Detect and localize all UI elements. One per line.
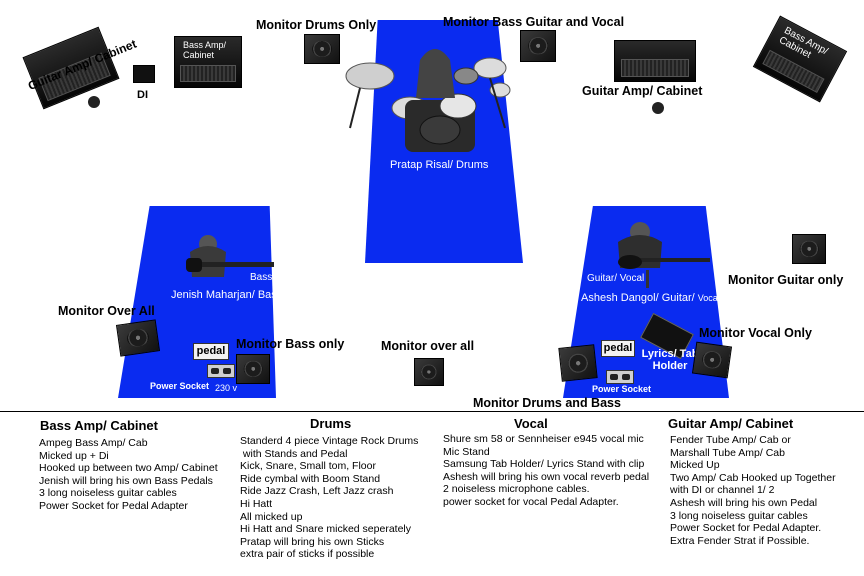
drums-monitor — [304, 34, 340, 64]
monitor-drums-bass-right — [558, 344, 598, 382]
power-socket-left-label: Power Socket — [150, 381, 210, 391]
vocal-spec-item: 2 noiseless microphone cables. — [443, 483, 590, 496]
drums-spec-item: All micked up — [240, 510, 303, 523]
guitar-amp-right-label: Guitar Amp/ Cabinet — [582, 84, 703, 98]
guitar-amp-right — [614, 40, 696, 82]
monitor-over-all-left-label: Monitor Over All — [58, 304, 155, 318]
guitar-spec-item: Two Amp/ Cab Hooked up Together — [670, 471, 836, 484]
drums-spec-item: Standerd 4 piece Vintage Rock Drums — [240, 435, 419, 447]
drums-spec-item: Pratap will bring his own Sticks — [240, 535, 385, 548]
bass-spec-item: Hooked up between two Amp/ Cabinet — [39, 462, 218, 475]
guitarist-role-suffix: Vocal — [697, 293, 720, 303]
drums-spec-item: Ride Jazz Crash, Left Jazz crash — [240, 485, 394, 498]
power-socket-right — [606, 370, 634, 384]
monitor-over-all-center-label: Monitor over all — [381, 339, 475, 353]
bass-instrument-label: Bass — [250, 272, 273, 283]
guitarist-name: Ashesh Dangol/ Guitar/ — [581, 292, 695, 304]
bass-spec-item: Jenish will bring his own Bass Pedals — [39, 474, 213, 487]
drums-spec-item: Hi Hatt and Snare micked seperately — [240, 523, 411, 536]
vocal-spec-item: Ashesh will bring his own vocal reverb p… — [443, 470, 650, 483]
vocal-section-title: Vocal — [514, 416, 548, 431]
guitar-vocal-label: Guitar/ Vocal — [587, 273, 645, 284]
drums-spec-item: extra pair of sticks if possible — [240, 548, 375, 561]
monitor-over-all-center — [414, 358, 444, 386]
vocal-mic-stand — [646, 270, 649, 288]
guitarist-label: Ashesh Dangol/ Guitar/ Vocal — [581, 292, 720, 304]
power-socket-left — [207, 364, 235, 378]
drums-spec-list: Standerd 4 piece Vintage Rock Drums with… — [240, 435, 418, 561]
monitor-bass-guitar-vocal-label: Monitor Bass Guitar and Vocal — [443, 15, 625, 29]
vocal-spec-item: Mic Stand — [443, 445, 490, 458]
drums-spec-item: Hi Hatt — [240, 497, 273, 510]
bassist-label: Jenish Maharjan/ Bass — [171, 289, 283, 301]
bass-amp-tilted: Bass Amp/ Cabinet — [752, 15, 848, 103]
monitor-guitar-only — [792, 234, 826, 264]
lyrics-tab-holder-label: Lyrics/ Tab Holder — [641, 348, 699, 372]
bass-spec-list: Ampeg Bass Amp/ Cab Micked up + Di Hooke… — [39, 437, 218, 513]
monitor-bass-only — [236, 354, 270, 384]
drums-section-title: Drums — [310, 416, 352, 431]
monitor-bass-only-label: Monitor Bass only — [236, 337, 345, 351]
bass-section-title: Bass Amp/ Cabinet — [40, 418, 158, 433]
guitar-section-title: Guitar Amp/ Cabinet — [668, 416, 794, 431]
guitar-spec-item: 3 long noiseless guitar cables — [670, 509, 808, 522]
drum-kit-icon — [345, 49, 511, 152]
bass-spec-item: 3 long noiseless guitar cables — [39, 487, 177, 500]
guitar-spec-item: Power Socket for Pedal Adapter. — [670, 522, 822, 535]
bass-spec-item: Power Socket for Pedal Adapter — [39, 499, 188, 512]
monitor-drums-and-bass-label: Monitor Drums and Bass — [473, 396, 621, 410]
drummer-label: Pratap Risal/ Drums — [390, 159, 489, 171]
guitar-spec-list: Fender Tube Amp/ Cab or Marshall Tube Am… — [670, 434, 836, 547]
bass-amp: Bass Amp/ Cabinet — [174, 36, 242, 88]
drums-spec-item: Kick, Snare, Small tom, Floor — [240, 460, 376, 473]
power-socket-voltage: 230 v — [215, 383, 238, 393]
vocal-spec-list: Shure sm 58 or Sennheiser e945 vocal mic… — [443, 433, 649, 509]
monitor-vocal-only — [691, 341, 733, 379]
bassist-figure-icon — [186, 235, 274, 277]
guitar-spec-item: Fender Tube Amp/ Cab or — [670, 434, 791, 446]
bass-spec-item: Ampeg Bass Amp/ Cab — [39, 437, 148, 449]
di-label: DI — [137, 89, 148, 101]
power-socket-right-label: Power Socket — [592, 384, 652, 394]
vocal-spec-item: power socket for vocal Pedal Adapter. — [443, 495, 619, 508]
drums-spec-item: Ride cymbal with Boom Stand — [240, 472, 381, 485]
guitar-spec-item: Extra Fender Strat if Possible. — [670, 534, 810, 547]
guitar-spec-item: with DI or channel 1/ 2 — [670, 484, 775, 497]
guitar-spec-item: Marshall Tube Amp/ Cab — [670, 446, 785, 459]
bass-spec-item: Micked up + Di — [39, 449, 109, 462]
pedal-right: pedal — [601, 340, 635, 357]
pedal-left: pedal — [193, 343, 229, 360]
guitar-spec-item: Micked Up — [670, 459, 720, 472]
monitor-drums-only-label: Monitor Drums Only — [256, 18, 377, 32]
guitar-amp-right-mic — [652, 102, 664, 114]
guitar-spec-item: Ashesh will bring his own Pedal — [670, 496, 818, 509]
di-box — [133, 65, 155, 83]
drums-spec-item: with Stands and Pedal — [240, 447, 348, 460]
guitarist-figure-icon — [618, 222, 710, 269]
monitor-over-all-left — [115, 319, 161, 357]
section-divider — [0, 411, 864, 412]
monitor-vocal-only-label: Monitor Vocal Only — [699, 326, 812, 340]
guitar-amp-left-mic — [88, 96, 100, 108]
bass-guitar-vocal-monitor — [520, 30, 556, 62]
vocal-spec-item: Samsung Tab Holder/ Lyrics Stand with cl… — [443, 458, 645, 471]
monitor-guitar-only-label: Monitor Guitar only — [728, 273, 844, 287]
vocal-spec-item: Shure sm 58 or Sennheiser e945 vocal mic — [443, 433, 644, 445]
bass-amp-label: Bass Amp/ Cabinet — [183, 40, 227, 60]
